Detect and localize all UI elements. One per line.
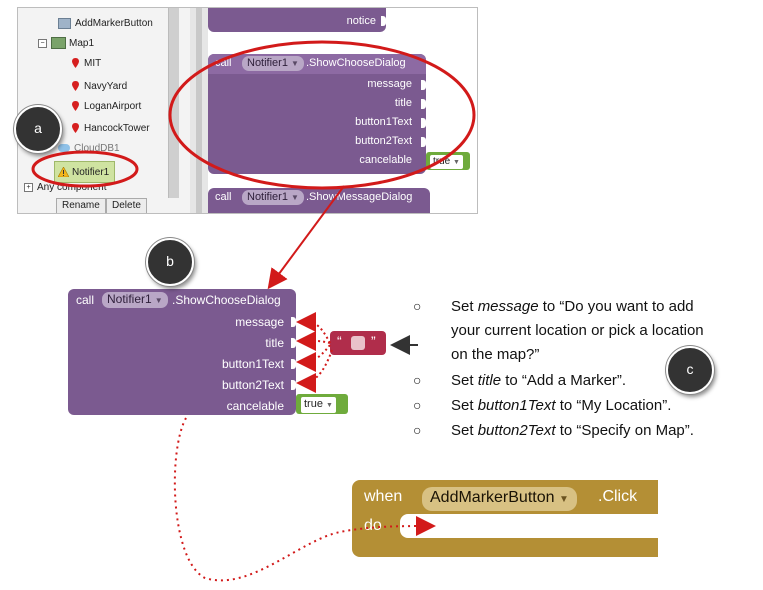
socket-notch [421,99,426,109]
socket-button1text: button1Text [355,116,412,128]
tree-item-clouddb1[interactable]: CloudDB1 [58,141,120,155]
do-statement-socket[interactable] [400,514,658,538]
tree-item-loganairport[interactable]: LoganAirport [72,99,141,113]
chevron-down-icon: ▼ [326,402,333,409]
dotted-to-message [296,311,331,344]
dotted-to-button2text [296,349,333,393]
call-label: call [215,191,232,203]
marker-pin-icon [72,58,79,68]
highlight-ellipse-notifier [31,150,139,188]
tree-item-mit[interactable]: MIT [72,56,101,70]
button-icon [58,17,71,29]
socket-notch [291,338,296,348]
socket-button2text: button2Text [221,378,284,392]
arrow-to-block-b [267,185,345,290]
rename-button[interactable]: Rename [56,198,106,213]
socket-notch [421,80,426,90]
instruction-message-cont2: on the map?” [451,346,540,363]
tree-item-navyyard[interactable]: NavyYard [72,79,127,93]
true-dropdown[interactable]: true ▼ [301,397,336,413]
tree-item-any-component[interactable]: + Any component [24,180,107,194]
block-partial-top[interactable]: notice [208,8,386,32]
instruction-button1text: ○ Set button1Text to “My Location”. [413,397,672,414]
instruction-title: ○ Set title to “Add a Marker”. [413,372,627,389]
text-string-block[interactable]: “ ” [330,331,386,355]
component-dropdown[interactable]: Notifier1▼ [242,190,304,205]
socket-notch [421,118,426,128]
tree-item-addmarkerbutton[interactable]: AddMarkerButton [58,16,153,30]
warning-icon [58,167,69,177]
chevron-down-icon: ▼ [154,296,163,305]
left-quote: “ [337,333,342,349]
dotted-to-button1text [296,344,331,372]
delete-button[interactable]: Delete [106,198,147,213]
chevron-down-icon: ▼ [558,494,569,505]
expand-icon[interactable]: + [24,182,33,192]
socket-cancelable: cancelable [359,154,412,166]
instruction-button2text: ○ Set button2Text to “Specify on Map”. [413,422,694,439]
component-tree-panel: AddMarkerButton − Map1 MIT NavyYard Loga… [18,8,190,213]
empty-text-field[interactable] [351,336,365,350]
socket-notch [421,137,426,147]
socket-title: title [394,97,412,109]
instruction-message: ○ Set message to “Do you want to add [413,298,694,315]
marker-pin-icon [72,123,79,133]
event-label: .Click [598,488,638,505]
socket-cancelable: cancelable [226,399,284,413]
tree-item-notifier1[interactable]: Notifier1 [54,161,115,183]
tree-item-map1[interactable]: − Map1 [38,36,94,50]
marker-pin-icon [72,101,79,111]
socket-title: title [265,336,284,350]
when-label: when [364,488,403,505]
badge-b: b [146,238,194,286]
chevron-down-icon: ▼ [453,159,460,166]
socket-notch [291,317,296,327]
cloud-icon [58,144,70,152]
socket-message: message [367,78,412,90]
badge-c: c [666,346,714,394]
socket-notice-label: notice [346,15,376,27]
socket-notch [291,359,296,369]
badge-a: a [14,105,62,153]
block-showchoosedialog-top[interactable]: call Notifier1▼ .ShowChooseDialog messag… [208,54,426,174]
block-showchoosedialog-large[interactable]: call Notifier1▼ .ShowChooseDialog messag… [68,289,296,415]
socket-notch [381,16,386,26]
socket-button2text: button2Text [355,135,412,147]
method-label: .ShowChooseDialog [172,293,281,307]
chevron-down-icon: ▼ [290,193,299,202]
instruction-message-cont1: your current location or pick a location [451,322,704,339]
bullet-icon: ○ [413,422,422,438]
bullet-icon: ○ [413,372,422,388]
collapse-icon[interactable]: − [38,38,47,48]
method-label: .ShowChooseDialog [306,57,406,69]
marker-pin-icon [72,81,79,91]
component-dropdown[interactable]: Notifier1▼ [102,292,168,308]
call-label: call [76,293,95,307]
socket-button1text: button1Text [221,357,284,371]
map-icon [51,37,66,49]
highlight-ellipse-block [168,40,476,190]
bullet-icon: ○ [413,397,422,413]
component-dropdown[interactable]: Notifier1▼ [242,56,304,71]
socket-notch [291,380,296,390]
dotted-to-do-socket [173,417,436,582]
right-quote: ” [371,333,376,349]
bullet-icon: ○ [413,298,422,314]
when-click-event-block[interactable]: when AddMarkerButton ▼ .Click do [352,480,658,557]
do-label: do [364,517,382,534]
component-dropdown[interactable]: AddMarkerButton ▼ [422,487,577,511]
chevron-down-icon: ▼ [290,59,299,68]
panel-scrollbar[interactable] [196,8,202,213]
dotted-to-title [296,330,331,351]
tree-item-hancocktower[interactable]: HancockTower [72,121,150,135]
socket-message: message [235,315,284,329]
